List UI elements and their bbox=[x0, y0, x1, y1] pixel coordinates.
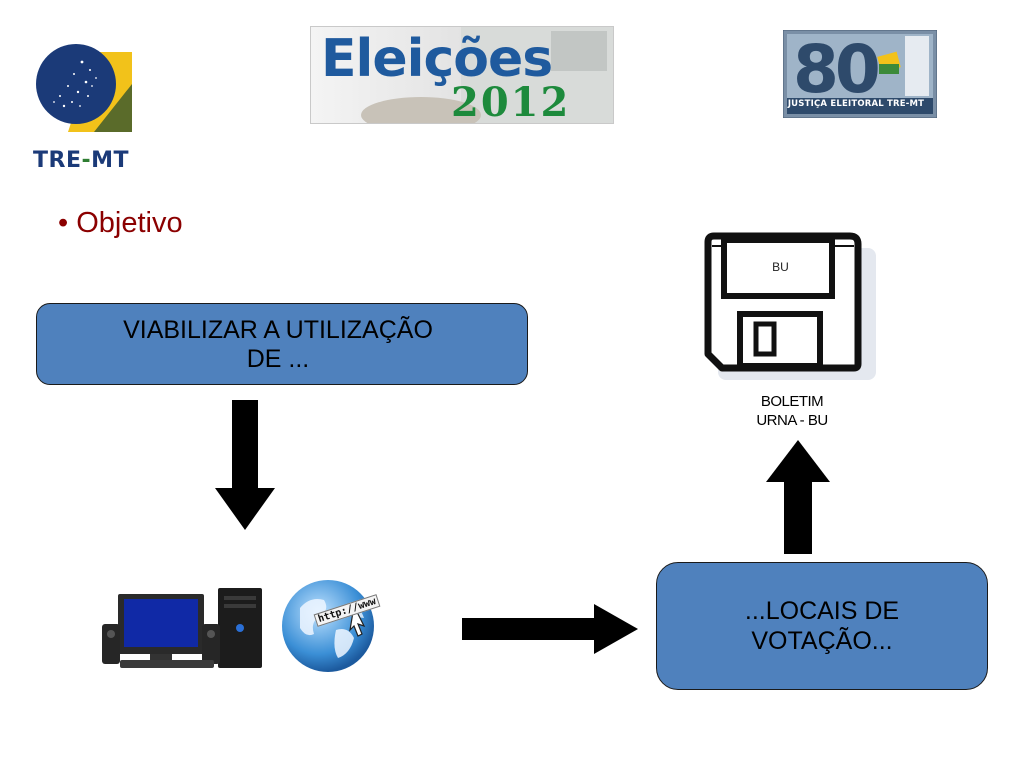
viabilizar-line-2: DE ... bbox=[246, 345, 310, 373]
boletim-line-1: BOLETIM bbox=[760, 393, 824, 410]
anniversary-badge-label: JUSTIÇA ELEITORAL TRE-MT bbox=[787, 99, 925, 109]
arrow-up-icon bbox=[766, 440, 830, 554]
locais-line-2: VOTAÇÃO... bbox=[751, 627, 893, 655]
arrow-right-icon bbox=[462, 604, 638, 654]
boletim-line-2: URNA - BU bbox=[756, 412, 828, 429]
locais-box: ...LOCAIS DE VOTAÇÃO... bbox=[656, 562, 988, 690]
eleicoes-banner-image: Eleições 2012 bbox=[310, 26, 614, 124]
viabilizar-box: VIABILIZAR A UTILIZAÇÃO DE ... bbox=[36, 303, 528, 385]
floppy-label: BU bbox=[772, 260, 789, 274]
svg-text:80: 80 bbox=[793, 31, 878, 108]
boletim-caption: BOLETIM URNA - BU bbox=[742, 392, 842, 430]
globe-icon bbox=[282, 580, 374, 672]
viabilizar-line-1: VIABILIZAR A UTILIZAÇÃO bbox=[123, 316, 433, 344]
banner-title: Eleições bbox=[321, 29, 553, 89]
org-logo-text: TRE-MT bbox=[33, 148, 130, 173]
computer-icon bbox=[102, 588, 262, 668]
floppy-disk-icon bbox=[704, 232, 876, 380]
anniversary-badge-icon: 80 bbox=[783, 30, 937, 118]
tre-mt-logo-icon bbox=[36, 44, 132, 132]
locais-line-1: ...LOCAIS DE bbox=[744, 597, 900, 625]
objective-bullet: • Objetivo bbox=[58, 207, 183, 239]
banner-year: 2012 bbox=[451, 79, 571, 124]
arrow-down-icon bbox=[215, 400, 275, 530]
